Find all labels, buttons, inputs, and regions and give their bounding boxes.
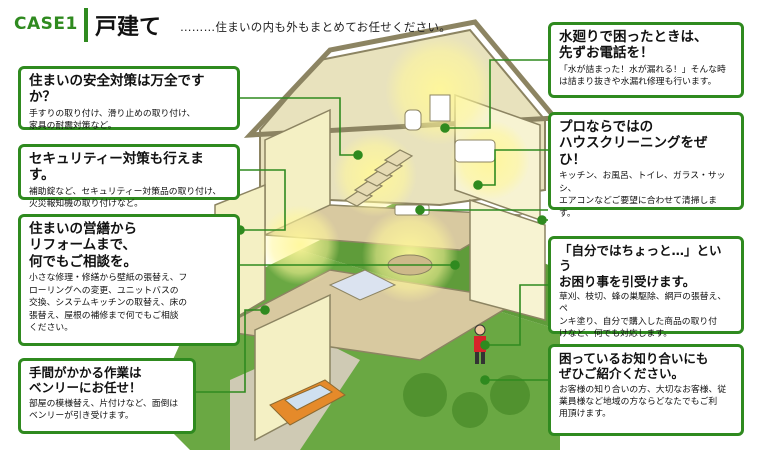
tree-3 xyxy=(490,375,530,415)
vanity xyxy=(429,94,451,122)
callout-heading: 手間がかかる作業は ベンリーにお任せ！ xyxy=(29,365,142,396)
callout-body: お客様の知り合いの方、大切なお客様、従 業員様など地域の方ならどなたでもご利 用… xyxy=(559,384,727,420)
callout-water: 水廻りで困ったときは、 先ずお電話を！ 「水が詰まった！水が漏れる！」そんな時 … xyxy=(548,22,744,98)
callout-reform: 住まいの営繕から リフォームまで、 何でもご相談を。 小さな修理・修繕から壁紙の… xyxy=(18,214,240,346)
callout-body: 「水が詰まった！水が漏れる！」そんな時 は詰まり抜きや水漏れ修理も行います。 xyxy=(559,64,726,88)
car xyxy=(269,379,346,426)
tree-2 xyxy=(452,392,488,428)
callout-body: 草刈、枝切、蜂の巣駆除、網戸の張替え、ペ ンキ塗り、自分で購入した商品の取り付 … xyxy=(559,291,727,340)
page-subtitle: ………住まいの内も外もまとめてお任せください。 xyxy=(180,20,452,34)
callout-heading: 住まいの営繕から リフォームまで、 何でもご相談を。 xyxy=(29,221,137,270)
stairs xyxy=(343,149,414,207)
callout-body: 小さな修理・修繕から壁紙の張替え、フ ローリングへの変更、ユニットバスの 交換、… xyxy=(29,273,188,334)
callout-body: 手すりの取り付け、滑り止めの取り付け、 家具の耐震対策など。 xyxy=(29,108,196,132)
callout-referral: 困っているお知り合いにも ぜひご紹介ください。 お客様の知り合いの方、大切なお客… xyxy=(548,344,744,436)
page-title: 戸建て xyxy=(95,15,162,40)
toilet xyxy=(404,109,422,131)
tree-1 xyxy=(403,373,447,417)
callout-safety: 住まいの安全対策は万全ですか？ 手すりの取り付け、滑り止めの取り付け、 家具の耐… xyxy=(18,66,240,132)
callout-odd-jobs: 「自分ではちょっと…」という お困り事を引受けます。 草刈、枝切、蜂の巣駆除、網… xyxy=(548,236,744,339)
callout-body: 部屋の模様替え、片付けなど、面倒は ベンリーが引き受けます。 xyxy=(29,398,179,421)
lower-wall-right xyxy=(469,198,546,321)
callout-connectors xyxy=(196,59,548,393)
callout-labor: 手間がかかる作業は ベンリーにお任せ！ 部屋の模様替え、片付けなど、面倒は ベン… xyxy=(18,358,196,434)
callout-cleaning: プロならではの ハウスクリーニングをぜひ！ キッチン、お風呂、トイレ、ガラス・サ… xyxy=(548,112,744,219)
case-label: CASE1 xyxy=(14,14,78,34)
callout-heading: 「自分ではちょっと…」という お困り事を引受けます。 xyxy=(559,243,722,289)
callout-body: キッチン、お風呂、トイレ、ガラス・サッシ、 エアコンなどご要望に合わせて清掃しま… xyxy=(559,171,726,219)
case-divider xyxy=(84,8,88,42)
callout-heading: 水廻りで困ったときは、 先ずお電話を！ xyxy=(559,29,708,62)
callout-heading: 住まいの安全対策は万全ですか？ xyxy=(29,73,205,106)
bathtub xyxy=(454,139,496,163)
callout-heading: 困っているお知り合いにも ぜひご紹介ください。 xyxy=(559,351,709,382)
callout-security: セキュリティー対策も行えます。 補助錠など、セキュリティー対策品の取り付け、 火… xyxy=(18,144,240,209)
callout-body: 補助錠など、セキュリティー対策品の取り付け、 火災報知機の取り付けなど。 xyxy=(29,186,222,210)
glow-room xyxy=(260,205,340,285)
bed xyxy=(328,269,397,301)
callout-heading: セキュリティー対策も行えます。 xyxy=(29,151,204,184)
callout-heading: プロならではの ハウスクリーニングをぜひ！ xyxy=(559,119,708,168)
